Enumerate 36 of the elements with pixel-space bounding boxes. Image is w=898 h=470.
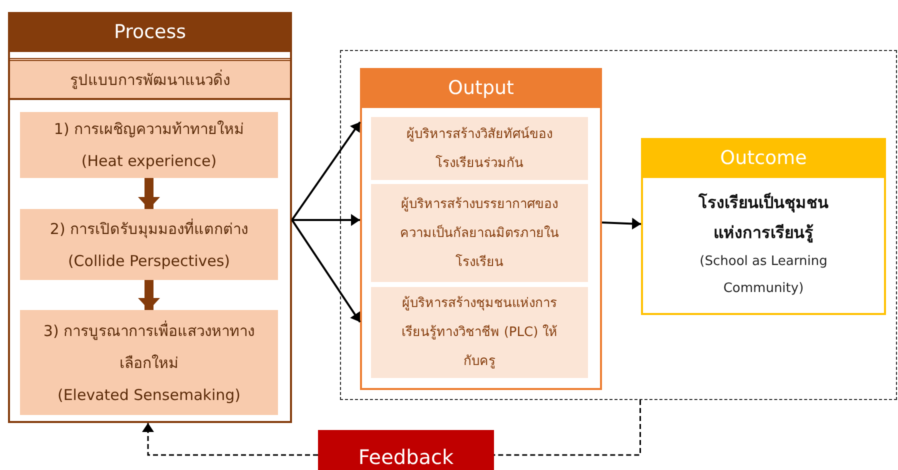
step-box xyxy=(20,310,278,415)
output-item-box xyxy=(371,117,588,180)
output-item-text: ผู้บริหารสร้างวิสัยทัศน์ของโรงเรียนร่วมกัน xyxy=(406,126,554,172)
step-subtitle: (Heat experience) xyxy=(80,151,218,172)
step-title: 3) การบูรณาการเพื่อแสวงหาทางเลือกใหม่ xyxy=(42,320,256,374)
subtitle-band xyxy=(10,58,290,100)
feedback-arrow xyxy=(142,423,318,456)
step-subtitle: (Collide Perspectives) xyxy=(66,250,232,272)
step-box xyxy=(20,209,278,280)
output-header: Output xyxy=(360,68,602,108)
step-subtitle: (Elevated Sensemaking) xyxy=(56,384,242,406)
block-arrow xyxy=(138,178,160,209)
process-header: Process xyxy=(8,12,292,52)
arrow xyxy=(292,214,360,226)
feedback-box xyxy=(318,430,494,470)
feedback-line xyxy=(494,400,641,456)
output-item-box xyxy=(371,184,588,282)
arrow xyxy=(291,219,361,323)
outcome-header: Outcome xyxy=(641,138,886,178)
outcome-panel xyxy=(641,138,886,315)
step-box xyxy=(20,112,278,178)
dashed-frame xyxy=(340,50,897,400)
arrow xyxy=(602,218,642,230)
outcome-subtitle: (School as Learning Community) xyxy=(698,253,828,298)
output-panel xyxy=(360,68,602,390)
output-item-text: ผู้บริหารสร้างบรรยากาศของความเป็นกัลยาณมิตรภายในโรงเรียน xyxy=(399,196,560,272)
output-item-text: ผู้บริหารสร้างชุมชนแห่งการเรียนรู้ทางวิชาชีพ (PLC) ให้กับครู xyxy=(400,295,558,371)
feedback-label: Feedback xyxy=(357,444,455,470)
step-title: 2) การเปิดรับมุมมองที่แตกต่าง xyxy=(48,218,250,240)
subtitle-text: รูปแบบการพัฒนาแนวดิ่ง xyxy=(69,68,231,91)
process-panel xyxy=(8,12,292,423)
arrow xyxy=(291,122,361,221)
outcome-text: โรงเรียนเป็นชุมชนแห่งการเรียนรู้ xyxy=(697,192,830,245)
output-item-box xyxy=(371,287,588,378)
block-arrow xyxy=(138,280,160,310)
step-title: 1) การเผชิญความท้าทายใหม่ xyxy=(52,119,246,140)
